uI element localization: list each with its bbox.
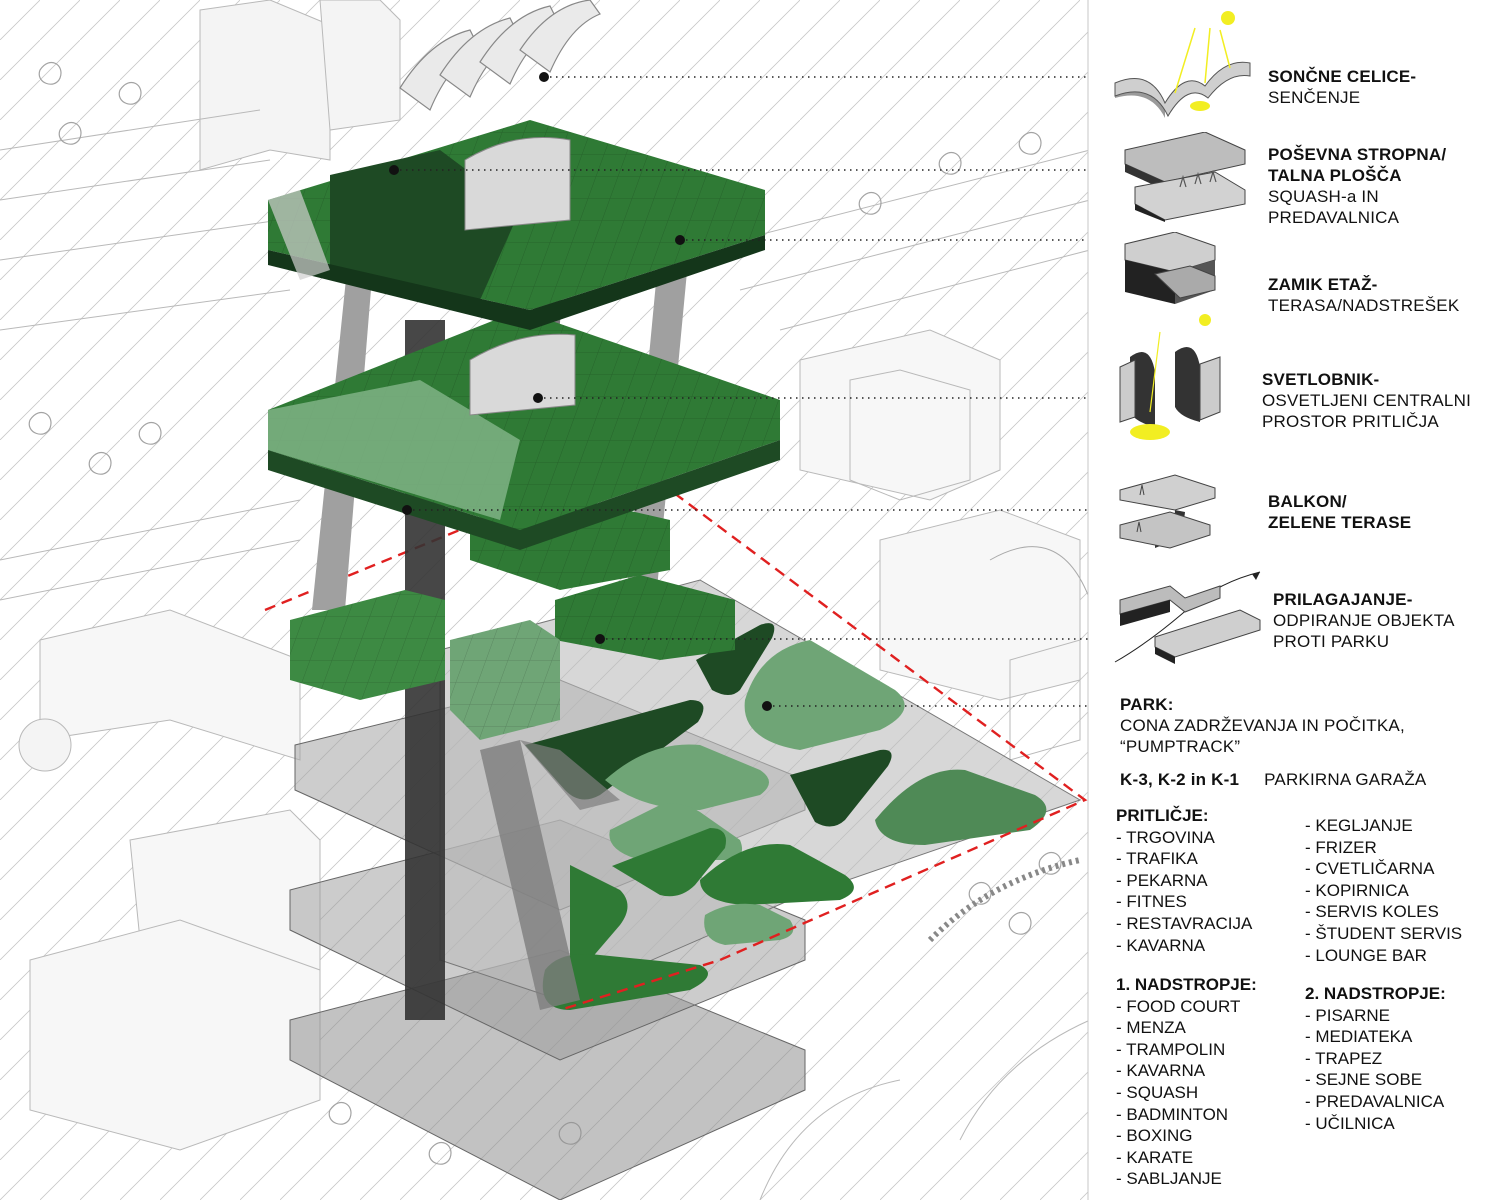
- list-item: - KAVARNA: [1116, 935, 1206, 955]
- list-second-floor: 2. NADSTROPJE: - PISARNE - MEDIATEKA - T…: [1305, 983, 1446, 1134]
- list-item: - PEKARNA: [1116, 870, 1208, 890]
- list-item: - FITNES: [1116, 892, 1187, 912]
- label-adaptation-line-1: ODPIRANJE OBJEKTA: [1273, 611, 1455, 630]
- balcony-icon: [1119, 474, 1216, 549]
- label-park-title: PARK:: [1120, 695, 1174, 714]
- label-balcony: BALKON/ ZELENE TERASE: [1268, 491, 1411, 533]
- list-item: - UČILNICA: [1305, 1113, 1395, 1133]
- solar-cells-icon: [1114, 11, 1251, 118]
- list-item: - ŠTUDENT SERVIS: [1305, 923, 1463, 943]
- label-garage-text: PARKIRNA GARAŽA: [1264, 770, 1427, 789]
- list-second-floor-title: 2. NADSTROPJE:: [1305, 984, 1446, 1003]
- list-item: - RESTAVRACIJA: [1116, 913, 1253, 933]
- list-item: - BADMINTON: [1116, 1104, 1229, 1124]
- adaptation-icon: [1114, 571, 1261, 664]
- list-ground-floor: PRITLIČJE: - TRGOVINA - TRAFIKA - PEKARN…: [1116, 805, 1252, 956]
- label-solar-cells-line: SENČENJE: [1268, 88, 1361, 107]
- label-skylight: SVETLOBNIK- OSVETLJENI CENTRALNI PROSTOR…: [1262, 369, 1471, 432]
- list-item: - SEJNE SOBE: [1305, 1070, 1423, 1090]
- label-park-line-2: “PUMPTRACK”: [1120, 737, 1241, 756]
- label-sloped-slab-title: POŠEVNA STROPNA/: [1268, 145, 1447, 164]
- label-floor-offset-title: ZAMIK ETAŽ-: [1268, 275, 1378, 294]
- label-floor-offset: ZAMIK ETAŽ- TERASA/NADSTREŠEK: [1268, 274, 1459, 316]
- label-skylight-title: SVETLOBNIK-: [1262, 370, 1380, 389]
- list-ground-floor-col2: - KEGLJANJE - FRIZER - CVETLIČARNA - KOP…: [1305, 815, 1462, 966]
- list-item: - KARATE: [1116, 1147, 1194, 1167]
- list-item: - TRGOVINA: [1116, 827, 1215, 847]
- list-item: - TRAMPOLIN: [1116, 1039, 1226, 1059]
- label-garage: K-3, K-2 in K-1 PARKIRNA GARAŽA: [1120, 769, 1426, 790]
- list-item: - SERVIS KOLES: [1305, 902, 1439, 922]
- list-item: - BOXING: [1116, 1126, 1193, 1146]
- list-item: - TRAPEZ: [1305, 1048, 1383, 1068]
- list-item: - SABLJANJE: [1116, 1169, 1222, 1189]
- label-solar-cells: SONČNE CELICE- SENČENJE: [1268, 66, 1416, 108]
- label-sloped-slab: POŠEVNA STROPNA/ TALNA PLOŠČA SQUASH-a I…: [1268, 144, 1446, 228]
- list-first-floor: 1. NADSTROPJE: - FOOD COURT - MENZA - TR…: [1116, 974, 1257, 1190]
- label-sloped-slab-title-2: TALNA PLOŠČA: [1268, 166, 1402, 185]
- list-item: - KEGLJANJE: [1305, 816, 1413, 835]
- label-sloped-slab-line-2: PREDAVALNICA: [1268, 208, 1400, 227]
- list-first-floor-title: 1. NADSTROPJE:: [1116, 975, 1257, 994]
- solar-panels: [399, 0, 601, 111]
- list-item: - FOOD COURT: [1116, 996, 1241, 1016]
- label-solar-cells-title: SONČNE CELICE-: [1268, 67, 1417, 86]
- sloped-slab-icon: [1124, 132, 1246, 222]
- label-skylight-line-2: PROSTOR PRITLIČJA: [1262, 412, 1439, 431]
- label-park-line-1: CONA ZADRŽEVANJA IN POČITKA,: [1120, 716, 1405, 735]
- list-item: - CVETLIČARNA: [1305, 859, 1435, 879]
- list-item: - PISARNE: [1305, 1005, 1391, 1025]
- list-item: - FRIZER: [1305, 837, 1377, 857]
- floor-offset-icon: [1124, 232, 1216, 304]
- label-balcony-title-2: ZELENE TERASE: [1268, 513, 1412, 532]
- list-item: - TRAFIKA: [1116, 849, 1198, 869]
- list-item: - MENZA: [1116, 1018, 1186, 1038]
- label-sloped-slab-line-1: SQUASH-a IN: [1268, 187, 1379, 206]
- list-item: - LOUNGE BAR: [1305, 945, 1427, 965]
- label-skylight-line-1: OSVETLJENI CENTRALNI: [1262, 391, 1471, 410]
- label-balcony-title: BALKON/: [1268, 492, 1347, 511]
- list-ground-floor-title: PRITLIČJE:: [1116, 806, 1209, 825]
- list-item: - PREDAVALNICA: [1305, 1091, 1445, 1111]
- label-adaptation-line-2: PROTI PARKU: [1273, 632, 1390, 651]
- callout-leaders: [394, 76, 1108, 707]
- ground-floor-park: [264, 458, 1088, 1012]
- list-item: - MEDIATEKA: [1305, 1027, 1413, 1047]
- skylight-icon: [1119, 314, 1221, 440]
- first-floor: [268, 310, 780, 550]
- label-adaptation-title: PRILAGAJANJE-: [1273, 590, 1413, 609]
- label-park: PARK: CONA ZADRŽEVANJA IN POČITKA, “PUMP…: [1120, 694, 1405, 757]
- callout-dots: [389, 72, 772, 711]
- label-garage-code: K-3, K-2 in K-1: [1120, 770, 1240, 789]
- list-item: - SQUASH: [1116, 1082, 1199, 1102]
- label-floor-offset-line: TERASA/NADSTREŠEK: [1268, 296, 1460, 315]
- label-adaptation: PRILAGAJANJE- ODPIRANJE OBJEKTA PROTI PA…: [1273, 589, 1455, 652]
- list-item: - KAVARNA: [1116, 1061, 1206, 1081]
- list-item: - KOPIRNICA: [1305, 880, 1409, 900]
